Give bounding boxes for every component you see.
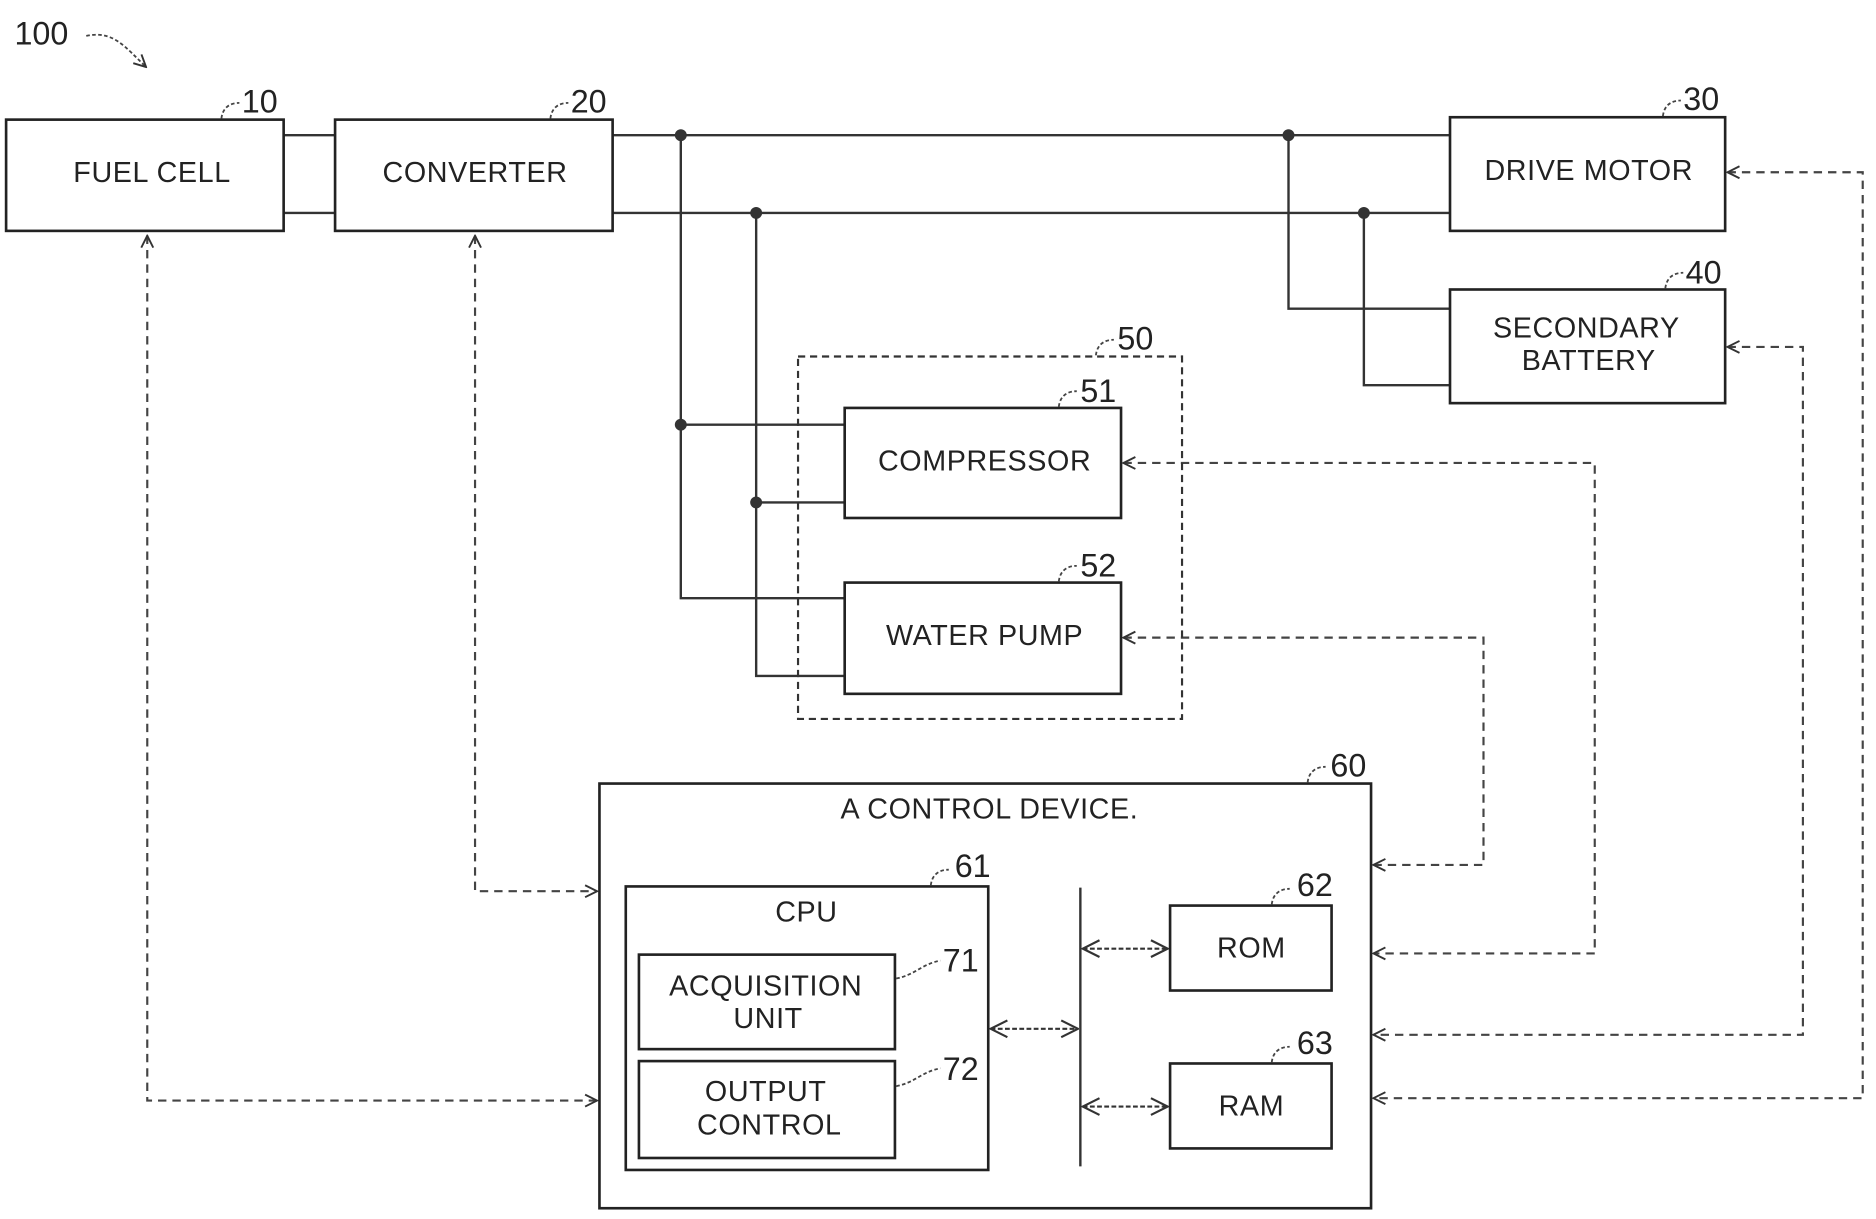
control-device-block: A CONTROL DEVICE. 60 CPU 61 ACQUISITION … xyxy=(599,748,1371,1209)
svg-text:61: 61 xyxy=(955,848,991,884)
compressor-block: COMPRESSOR 51 xyxy=(845,373,1121,518)
secondary-battery-block: SECONDARY BATTERY 40 xyxy=(1450,255,1725,404)
svg-text:51: 51 xyxy=(1080,373,1116,409)
svg-text:COMPRESSOR: COMPRESSOR xyxy=(878,446,1091,478)
converter-block: CONVERTER 20 xyxy=(335,83,613,230)
svg-text:60: 60 xyxy=(1330,748,1366,784)
svg-text:30: 30 xyxy=(1683,81,1719,117)
svg-text:63: 63 xyxy=(1297,1025,1333,1061)
figure-ref-arrow xyxy=(86,35,146,67)
svg-text:52: 52 xyxy=(1080,548,1116,584)
svg-text:FUEL CELL: FUEL CELL xyxy=(73,157,230,189)
svg-text:10: 10 xyxy=(242,83,278,119)
svg-text:62: 62 xyxy=(1297,867,1333,903)
svg-text:CPU: CPU xyxy=(775,897,837,929)
fuel-cell-block: FUEL CELL 10 xyxy=(6,83,284,230)
drive-motor-block: DRIVE MOTOR 30 xyxy=(1450,81,1725,231)
svg-text:71: 71 xyxy=(943,942,979,978)
svg-text:CONVERTER: CONVERTER xyxy=(383,157,568,189)
svg-text:UNIT: UNIT xyxy=(733,1003,802,1035)
svg-text:SECONDARY: SECONDARY xyxy=(1493,313,1680,345)
svg-text:A CONTROL DEVICE.: A CONTROL DEVICE. xyxy=(841,794,1139,826)
svg-text:ACQUISITION: ACQUISITION xyxy=(669,971,862,1003)
figure-ref: 100 xyxy=(14,15,68,51)
svg-text:50: 50 xyxy=(1117,320,1153,356)
svg-text:BATTERY: BATTERY xyxy=(1522,345,1656,377)
svg-text:RAM: RAM xyxy=(1219,1090,1285,1122)
svg-text:20: 20 xyxy=(571,83,607,119)
svg-text:ROM: ROM xyxy=(1217,932,1286,964)
svg-text:WATER PUMP: WATER PUMP xyxy=(886,620,1083,652)
water-pump-block: WATER PUMP 52 xyxy=(845,548,1121,694)
svg-text:72: 72 xyxy=(943,1051,979,1087)
svg-text:40: 40 xyxy=(1686,255,1722,291)
svg-text:OUTPUT: OUTPUT xyxy=(705,1076,827,1108)
svg-text:DRIVE MOTOR: DRIVE MOTOR xyxy=(1484,155,1693,187)
svg-text:CONTROL: CONTROL xyxy=(697,1109,842,1141)
